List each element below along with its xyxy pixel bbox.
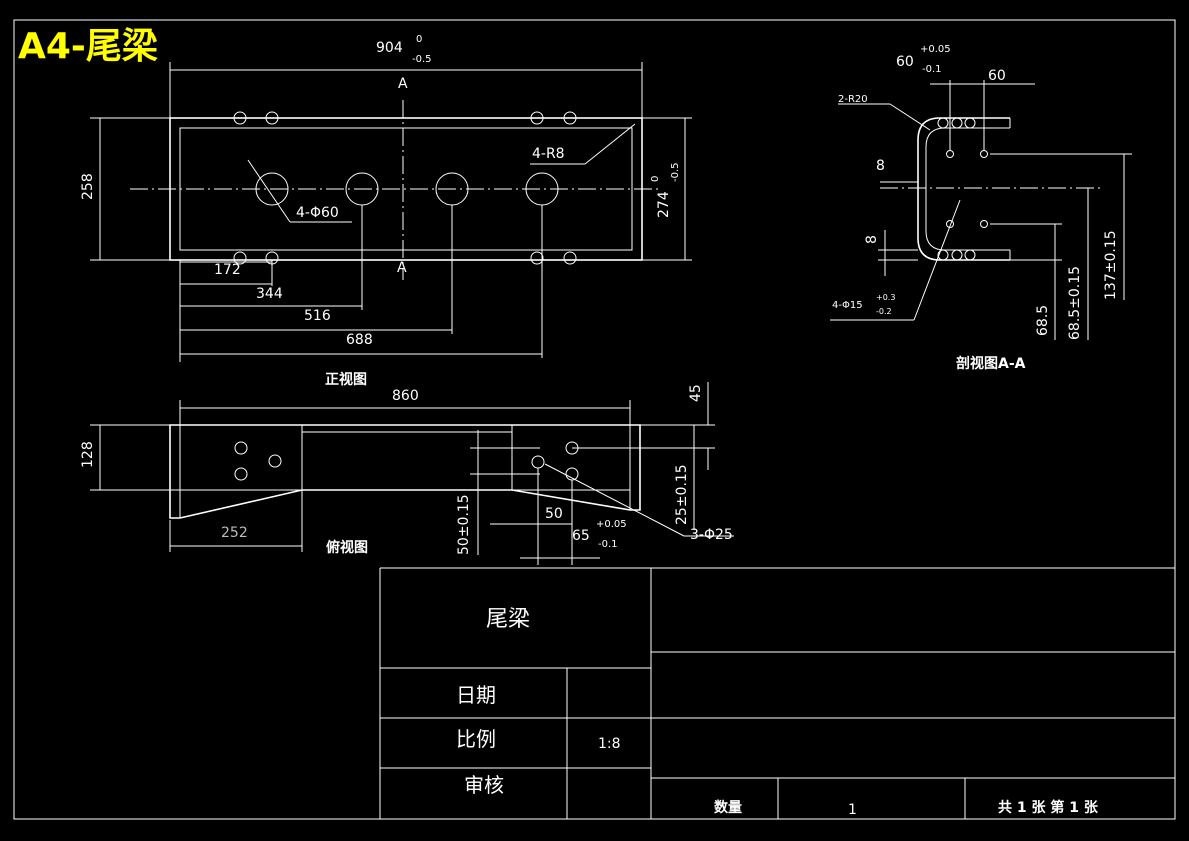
hole-callout-phi60: 4-Φ60 bbox=[296, 205, 339, 221]
dim-8-horizontal: 8 bbox=[876, 158, 885, 174]
qty-label: 数量 bbox=[714, 799, 742, 816]
top-view: 860 128 252 俯视图 45 25±0.15 50±0.15 50 65… bbox=[80, 382, 734, 565]
dim-688: 688 bbox=[346, 332, 373, 348]
top-outline bbox=[169, 424, 641, 519]
dim-50-tol: 50±0.15 bbox=[456, 494, 472, 555]
flange-hole bbox=[233, 111, 247, 125]
dim-274: 274 bbox=[656, 191, 672, 218]
hole-callout-phi25: 3-Φ25 bbox=[690, 527, 733, 543]
dim-60: 60 bbox=[988, 68, 1006, 84]
dim-45: 45 bbox=[688, 384, 704, 402]
part-name: 尾梁 bbox=[486, 607, 530, 632]
dim-65: 65 bbox=[572, 528, 590, 544]
dim-860: 860 bbox=[392, 388, 419, 404]
sheet-info: 共 1 张 第 1 张 bbox=[998, 799, 1099, 816]
dim-65-tol-upper: +0.05 bbox=[596, 519, 627, 530]
scale-label: 比例 bbox=[456, 727, 496, 751]
top-hole bbox=[234, 441, 248, 455]
dim-172: 172 bbox=[214, 262, 241, 278]
section-view: 60 +0.05 -0.1 60 2-R20 8 8 4-Φ15 +0.3 -0… bbox=[830, 44, 1132, 372]
dim-904: 904 bbox=[376, 40, 403, 56]
radius-callout-r20: 2-R20 bbox=[838, 94, 868, 105]
dim-128: 128 bbox=[80, 441, 96, 468]
top-hole bbox=[234, 467, 248, 481]
dim-65-tol-lower: -0.1 bbox=[598, 539, 618, 550]
dim-60-tol: 60 bbox=[896, 54, 914, 70]
scale-value: 1:8 bbox=[598, 736, 621, 752]
dim-904-tol-upper: 0 bbox=[416, 34, 422, 45]
top-hole bbox=[531, 455, 545, 469]
drawing-border bbox=[13, 19, 1176, 820]
front-view-label: 正视图 bbox=[325, 371, 367, 388]
dim-68-5: 68.5 bbox=[1035, 305, 1051, 336]
section-mark-bottom: A bbox=[397, 260, 407, 276]
flange-hole bbox=[563, 111, 577, 125]
front-view: A A 904 0 -0.5 258 274 0 -0.5 4-Φ60 4-R8… bbox=[80, 34, 692, 388]
dim-258: 258 bbox=[80, 173, 96, 200]
channel-outer bbox=[917, 117, 1010, 261]
drawing-title: A4-尾梁 bbox=[18, 26, 158, 67]
dim-904-tol-lower: -0.5 bbox=[412, 54, 432, 65]
dim-60-tol-lower: -0.1 bbox=[922, 64, 942, 75]
review-label: 审核 bbox=[464, 773, 504, 797]
dim-252: 252 bbox=[221, 525, 248, 541]
section-mark-top: A bbox=[398, 76, 408, 92]
dim-137-tol: 137±0.15 bbox=[1103, 230, 1119, 300]
flange-hole bbox=[530, 251, 544, 265]
flange-hole bbox=[563, 251, 577, 265]
date-label: 日期 bbox=[456, 683, 496, 707]
dim-516: 516 bbox=[304, 308, 331, 324]
dim-274-tol-upper: 0 bbox=[650, 176, 661, 182]
channel-inner bbox=[925, 127, 1010, 251]
dim-25-tol: 25±0.15 bbox=[674, 464, 690, 525]
flange-hole bbox=[265, 111, 279, 125]
hole-callout-phi15: 4-Φ15 bbox=[832, 300, 863, 311]
phi15-tol-upper: +0.3 bbox=[876, 293, 895, 302]
dim-8-vertical: 8 bbox=[864, 235, 880, 244]
title-block: 尾梁 日期 比例 1:8 审核 数量 1 共 1 张 第 1 张 bbox=[379, 567, 1175, 819]
dim-60-tol-upper: +0.05 bbox=[920, 44, 951, 55]
section-view-label: 剖视图A-A bbox=[956, 355, 1026, 372]
flange-hole bbox=[233, 251, 247, 265]
top-hole bbox=[268, 454, 282, 468]
dim-68-5-tol: 68.5±0.15 bbox=[1067, 266, 1083, 340]
dim-50: 50 bbox=[545, 506, 563, 522]
radius-callout-r8: 4-R8 bbox=[532, 146, 565, 162]
phi15-tol-lower: -0.2 bbox=[876, 307, 892, 316]
flange-hole bbox=[530, 111, 544, 125]
qty-value: 1 bbox=[848, 802, 857, 818]
top-view-label: 俯视图 bbox=[326, 539, 368, 556]
dim-344: 344 bbox=[256, 286, 283, 302]
dim-274-tol-lower: -0.5 bbox=[670, 162, 681, 182]
